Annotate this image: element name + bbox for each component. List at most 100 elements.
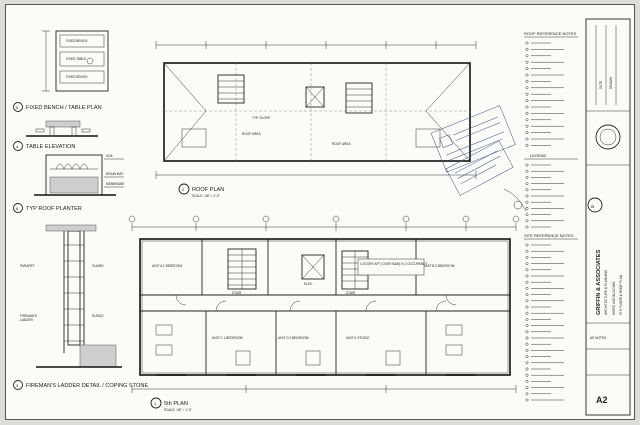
- detail-number-4: 4: [16, 144, 19, 149]
- note-bullet: [525, 392, 529, 396]
- note-bullet: [525, 213, 529, 217]
- note-bullet: [525, 73, 529, 77]
- svg-text:TYP. SLOPE: TYP. SLOPE: [252, 116, 270, 120]
- svg-text:FIXED BENCH: FIXED BENCH: [66, 75, 88, 79]
- svg-text:DRAIN MAT: DRAIN MAT: [106, 172, 123, 176]
- note-bullet: [525, 54, 529, 58]
- drawing-sheet: FIXED BENCH FIXED TABLE FIXED BENCH 5 FI…: [5, 4, 635, 420]
- stair-label-1: STAIR: [232, 291, 242, 295]
- firemans-ladder-title: FIREMAN'S LADDER DETAIL / COPING STONE: [26, 383, 148, 389]
- roof-notes-header: ROOF REFERENCE NOTES: [524, 31, 577, 36]
- fifth-plan-title: 5th PLAN: [164, 401, 188, 407]
- note-bullet: [525, 86, 529, 90]
- svg-text:GUARD: GUARD: [92, 264, 104, 268]
- note-bullet: [525, 47, 529, 51]
- note-bullet: [525, 311, 529, 315]
- note-bullet: [525, 280, 529, 284]
- note-bullet: [525, 182, 529, 186]
- firm-subtitle: ARCHITECTURE & PLANNING: [604, 269, 608, 315]
- note-bullet: [525, 188, 529, 192]
- architectural-drawing: FIXED BENCH FIXED TABLE FIXED BENCH 5 FI…: [13, 18, 631, 416]
- title-block: DATE DRAWN G GRIFFIN & ASSOCIATES ARCHIT…: [585, 18, 631, 416]
- note-bullet: [525, 373, 529, 377]
- note-bullet: [525, 293, 529, 297]
- firm-name: GRIFFIN & ASSOCIATES: [596, 249, 602, 315]
- site-notes-header: SITE REFERENCE NOTES: [524, 233, 574, 238]
- note-bullet: [525, 317, 529, 321]
- note-bullet: [525, 169, 529, 173]
- sheet-title: 5TH FLOOR & ROOF PLAN: [619, 274, 623, 315]
- svg-text:FIXED TABLE: FIXED TABLE: [66, 57, 86, 61]
- note-bullet: [525, 367, 529, 371]
- note-bullet: [525, 274, 529, 278]
- note-bullet: [525, 255, 529, 259]
- occupancy-note: 4-STORY APT (OVER B&M) R-2 OCCUPANCY: [360, 262, 428, 266]
- note-bullet: [525, 219, 529, 223]
- unit-c-label: UNIT C 1 BEDROOM: [212, 336, 243, 340]
- note-bullet: [525, 361, 529, 365]
- svg-text:PARAPET: PARAPET: [20, 264, 35, 268]
- north-arrow-icon: [503, 188, 527, 212]
- note-bullet: [525, 249, 529, 253]
- note-bullet: [525, 124, 529, 128]
- roof-plan-title: ROOF PLAN: [192, 187, 224, 193]
- note-bullet: [525, 206, 529, 210]
- note-bullet: [525, 330, 529, 334]
- note-bullet: [525, 41, 529, 45]
- fifth-floor-plan: STAIR STAIR ELEV. UNIT A 1 BEDROOM UNIT …: [128, 215, 520, 412]
- svg-text:ROOF AREA: ROOF AREA: [332, 142, 351, 146]
- note-bullet: [525, 268, 529, 272]
- note-bullet: [525, 225, 529, 229]
- drawn-label: DRAWN: [609, 76, 613, 89]
- note-bullet: [525, 262, 529, 266]
- note-bullet: [525, 131, 529, 135]
- note-bullet: [525, 99, 529, 103]
- detail-number-3: 3: [16, 383, 19, 388]
- note-bullet: [525, 118, 529, 122]
- note-bullet: [525, 143, 529, 147]
- unit-b-label: UNIT B 2 BEDROOM: [424, 264, 455, 268]
- table-elevation-title: TABLE ELEVATION: [26, 144, 75, 150]
- note-bullet: [525, 175, 529, 179]
- fixed-bench-title: FIXED BENCH / TABLE PLAN: [26, 105, 102, 111]
- sheet-number: A2: [596, 395, 608, 405]
- unit-e-label: UNIT E STUDIO: [346, 336, 370, 340]
- note-bullet: [525, 398, 529, 402]
- note-bullet: [525, 92, 529, 96]
- roof-plan-scale: SCALE: 1/8" = 1'-0": [192, 194, 220, 198]
- elevator-label: ELEV.: [304, 282, 313, 286]
- detail-fixed-bench: FIXED BENCH FIXED TABLE FIXED BENCH 5 FI…: [13, 30, 109, 112]
- note-bullet: [525, 286, 529, 290]
- roof-plan-number: 2: [182, 187, 185, 192]
- unit-a-label: UNIT A 1 BEDROOM: [152, 264, 182, 268]
- detail-table-elevation: 4 TABLE ELEVATION: [13, 120, 98, 151]
- note-bullet: [525, 111, 529, 115]
- scale-value: AS NOTED: [590, 336, 607, 340]
- note-bullet: [525, 386, 529, 390]
- stair-label-2: STAIR: [346, 291, 356, 295]
- svg-text:FIREMAN'S: FIREMAN'S: [20, 314, 37, 318]
- detail-roof-planter: SOIL DRAIN MAT MEMBRANE 6 TYP ROOF PLANT…: [13, 154, 124, 213]
- svg-text:G: G: [591, 204, 594, 209]
- detail-number-6: 6: [16, 206, 19, 211]
- roof-planter-title: TYP ROOF PLANTER: [26, 206, 82, 212]
- note-bullet: [525, 324, 529, 328]
- legend-header: LEGEND: [530, 153, 547, 158]
- note-bullet: [525, 299, 529, 303]
- note-bullet: [525, 305, 529, 309]
- approval-stamps: [430, 105, 516, 196]
- roof-plan: ROOF AREA ROOF AREA TYP. SLOPE 2 ROOF PL…: [155, 41, 477, 198]
- notes-column: ROOF REFERENCE NOTES LEGEND SITE REFEREN…: [524, 31, 578, 402]
- note-bullet: [525, 137, 529, 141]
- svg-text:SOIL: SOIL: [106, 154, 113, 158]
- note-bullet: [525, 342, 529, 346]
- note-bullet: [525, 105, 529, 109]
- note-bullet: [525, 243, 529, 247]
- note-bullet: [525, 355, 529, 359]
- svg-text:RUNGS: RUNGS: [92, 314, 104, 318]
- svg-text:LADDER: LADDER: [20, 318, 34, 322]
- note-bullet: [525, 163, 529, 167]
- note-bullet: [525, 200, 529, 204]
- unit-d-label: UNIT D 2 BEDROOM: [278, 336, 309, 340]
- svg-text:FIXED BENCH: FIXED BENCH: [66, 39, 88, 43]
